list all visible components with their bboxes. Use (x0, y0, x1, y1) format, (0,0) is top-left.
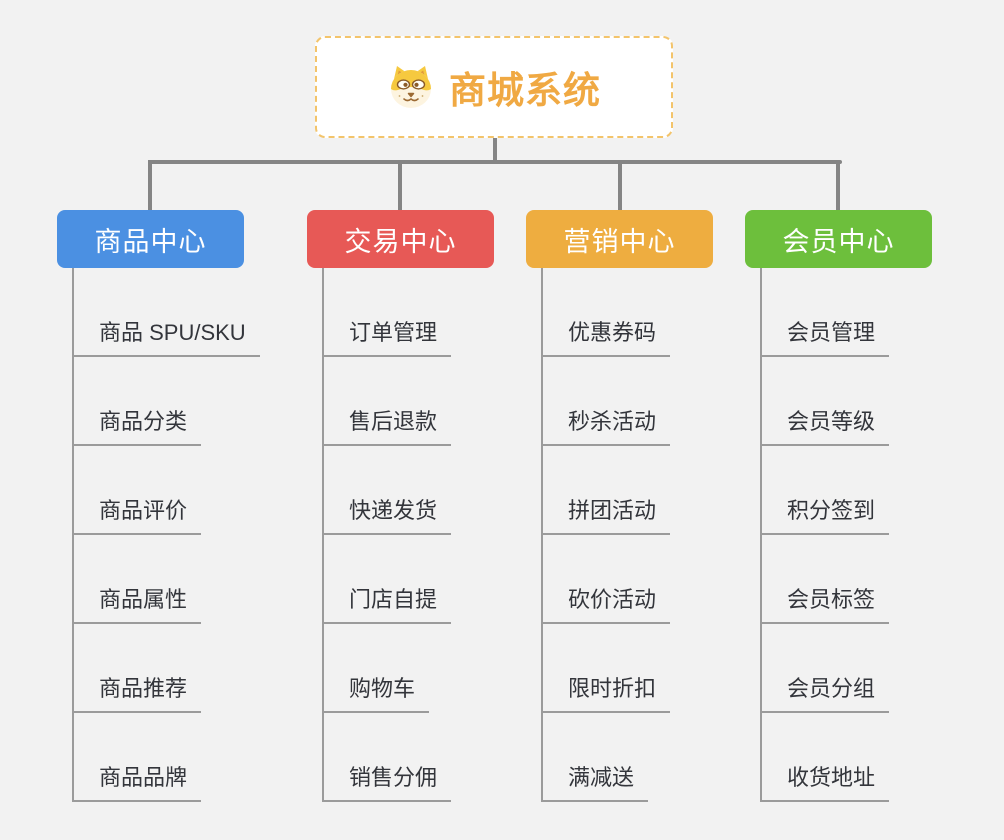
branch-drop-connector-4 (836, 160, 840, 212)
leaf-node[interactable]: 商品属性 (72, 584, 202, 624)
leaf-node[interactable]: 商品品牌 (72, 762, 202, 802)
root-node[interactable]: 商城系统 (315, 36, 673, 138)
branch-drop-connector-2 (398, 160, 402, 212)
branch-spine-products-center (72, 268, 74, 802)
leaf-node[interactable]: 拼团活动 (541, 495, 671, 535)
leaf-node[interactable]: 满减送 (541, 762, 649, 802)
branch-header-trade-center[interactable]: 交易中心 (307, 210, 494, 268)
leaf-node[interactable]: 商品分类 (72, 406, 202, 446)
leaf-node[interactable]: 积分签到 (760, 495, 890, 535)
branch-spine-member-center (760, 268, 762, 802)
leaf-node[interactable]: 会员等级 (760, 406, 890, 446)
leaf-node[interactable]: 优惠券码 (541, 317, 671, 357)
leaf-node[interactable]: 商品评价 (72, 495, 202, 535)
branch-spine-marketing-center (541, 268, 543, 802)
root-title: 商城系统 (449, 70, 601, 111)
branch-drop-connector-3 (618, 160, 622, 212)
leaf-node[interactable]: 订单管理 (322, 317, 452, 357)
leaf-node[interactable]: 会员管理 (760, 317, 890, 357)
leaf-node[interactable]: 销售分佣 (322, 762, 452, 802)
root-drop-connector (493, 138, 497, 164)
leaf-node[interactable]: 秒杀活动 (541, 406, 671, 446)
leaf-node[interactable]: 购物车 (322, 673, 430, 713)
leaf-node[interactable]: 商品 SPU/SKU (72, 317, 260, 357)
branch-header-products-center[interactable]: 商品中心 (57, 210, 244, 268)
leaf-node[interactable]: 收货地址 (760, 762, 890, 802)
leaf-node[interactable]: 门店自提 (322, 584, 452, 624)
leaf-node[interactable]: 商品推荐 (72, 673, 202, 713)
branch-spine-trade-center (322, 268, 324, 802)
leaf-node[interactable]: 售后退款 (322, 406, 452, 446)
branch-header-marketing-center[interactable]: 营销中心 (526, 210, 713, 268)
branch-header-member-center[interactable]: 会员中心 (745, 210, 932, 268)
leaf-node[interactable]: 快递发货 (322, 495, 452, 535)
branch-drop-connector-1 (148, 160, 152, 212)
shiba-dog-face-icon (391, 66, 431, 108)
leaf-node[interactable]: 砍价活动 (541, 584, 671, 624)
leaf-node[interactable]: 会员分组 (760, 673, 890, 713)
leaf-node[interactable]: 会员标签 (760, 584, 890, 624)
leaf-node[interactable]: 限时折扣 (541, 673, 671, 713)
branch-bus-connector (148, 160, 842, 164)
